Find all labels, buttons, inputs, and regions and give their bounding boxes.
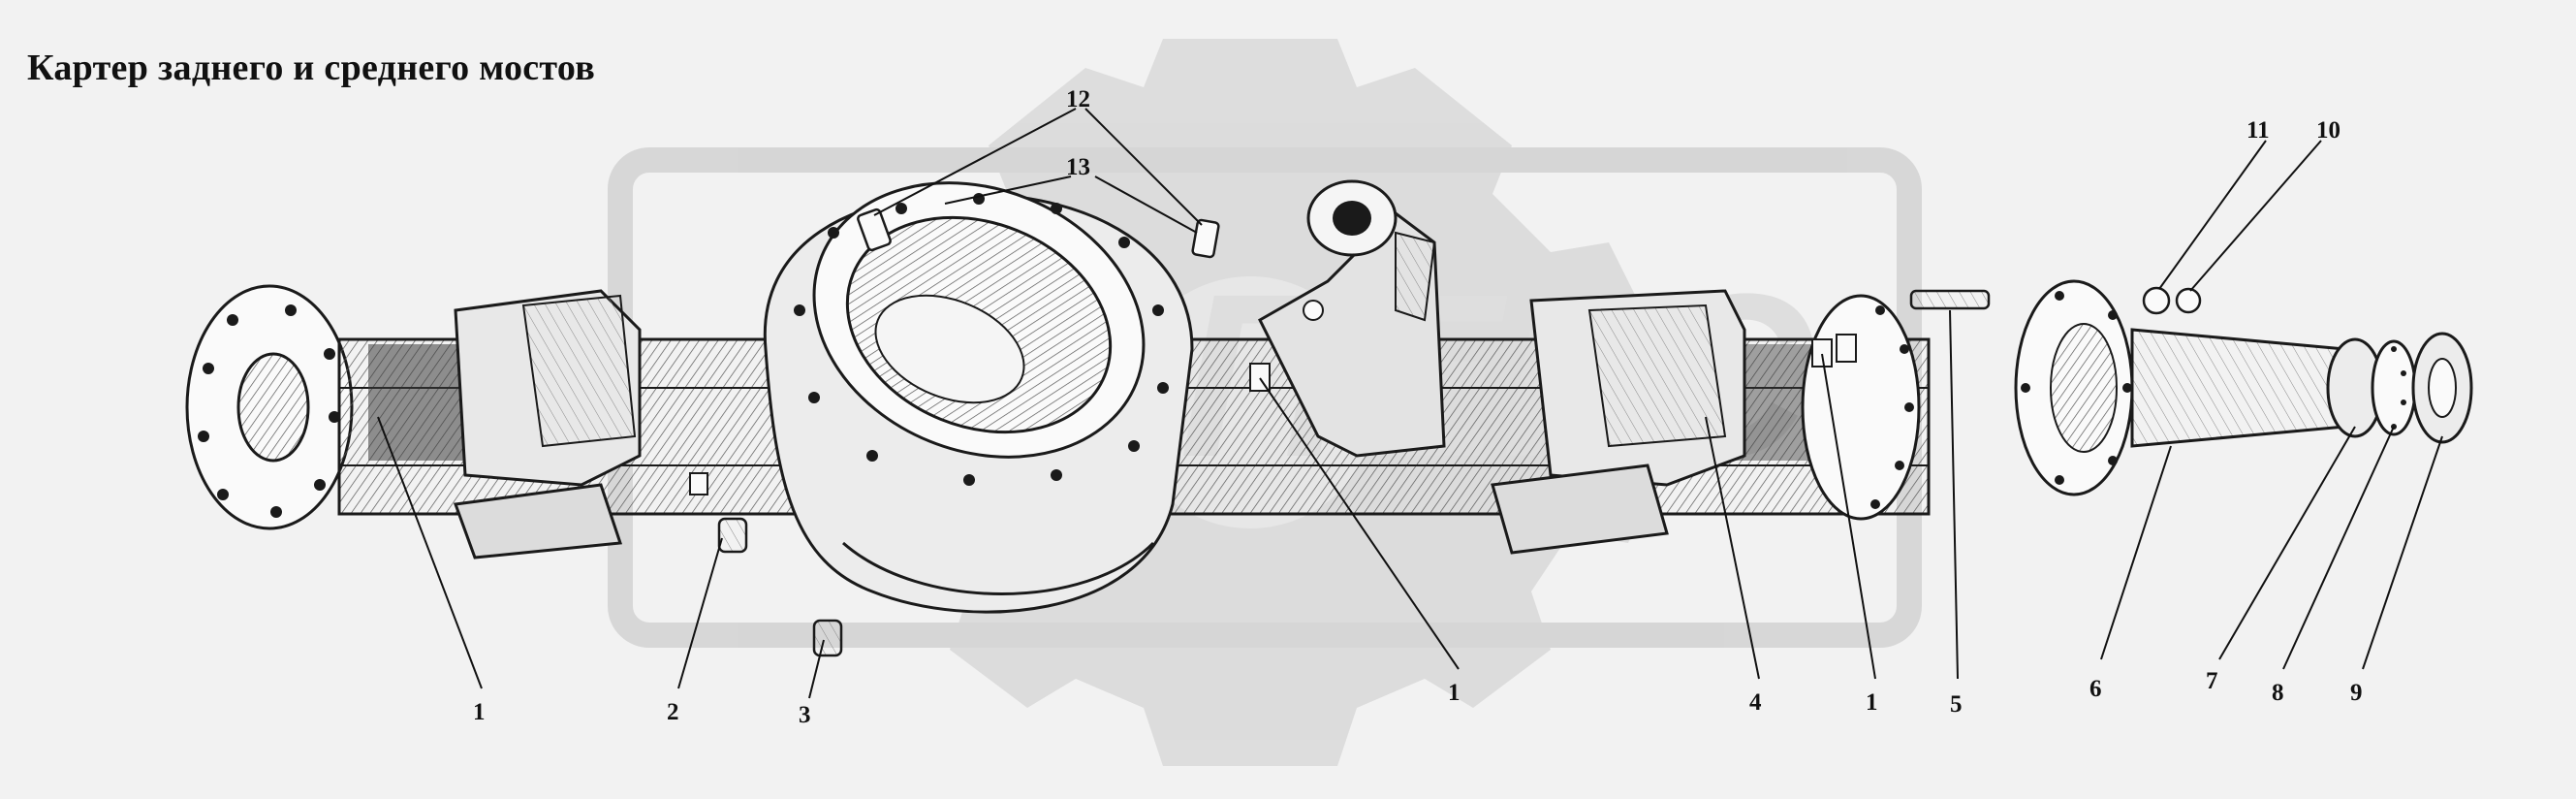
callout-1-center: 1 (1448, 680, 1461, 706)
page-title: Картер заднего и среднего мостов (27, 48, 596, 88)
callout-6: 6 (2089, 676, 2102, 702)
callout-10: 10 (2316, 117, 2340, 144)
nut-9 (2411, 332, 2473, 444)
callout-7: 7 (2206, 668, 2218, 694)
left-spring-seat (453, 289, 642, 559)
differential-housing (763, 181, 1194, 614)
studs-12-13 (857, 208, 1220, 259)
upper-bracket (1258, 179, 1446, 458)
stud-5 (1909, 289, 1991, 310)
callout-9: 9 (2350, 680, 2363, 706)
callout-3: 3 (799, 702, 811, 728)
callout-labels: 1 2 3 1 4 1 5 6 7 8 9 10 11 12 13 (473, 86, 2363, 728)
lock-washer-8 (2371, 339, 2417, 436)
callout-1-left: 1 (473, 699, 486, 725)
spindle-hub (2014, 279, 2347, 496)
callout-2: 2 (667, 699, 679, 725)
left-flange (185, 284, 354, 530)
right-spring-seat (1491, 289, 1746, 555)
callout-5: 5 (1950, 691, 1963, 718)
filler-plug (812, 619, 843, 657)
callout-4: 4 (1749, 689, 1762, 716)
callout-1-right: 1 (1866, 689, 1878, 716)
callout-11: 11 (2246, 117, 2270, 144)
leader-lines (377, 108, 2443, 699)
nut-washer-10-11 (2142, 286, 2202, 315)
callout-8: 8 (2272, 680, 2284, 706)
callout-13: 13 (1066, 154, 1090, 180)
right-flange (1801, 294, 1921, 521)
drain-plug (717, 517, 748, 554)
callout-12: 12 (1066, 86, 1090, 112)
